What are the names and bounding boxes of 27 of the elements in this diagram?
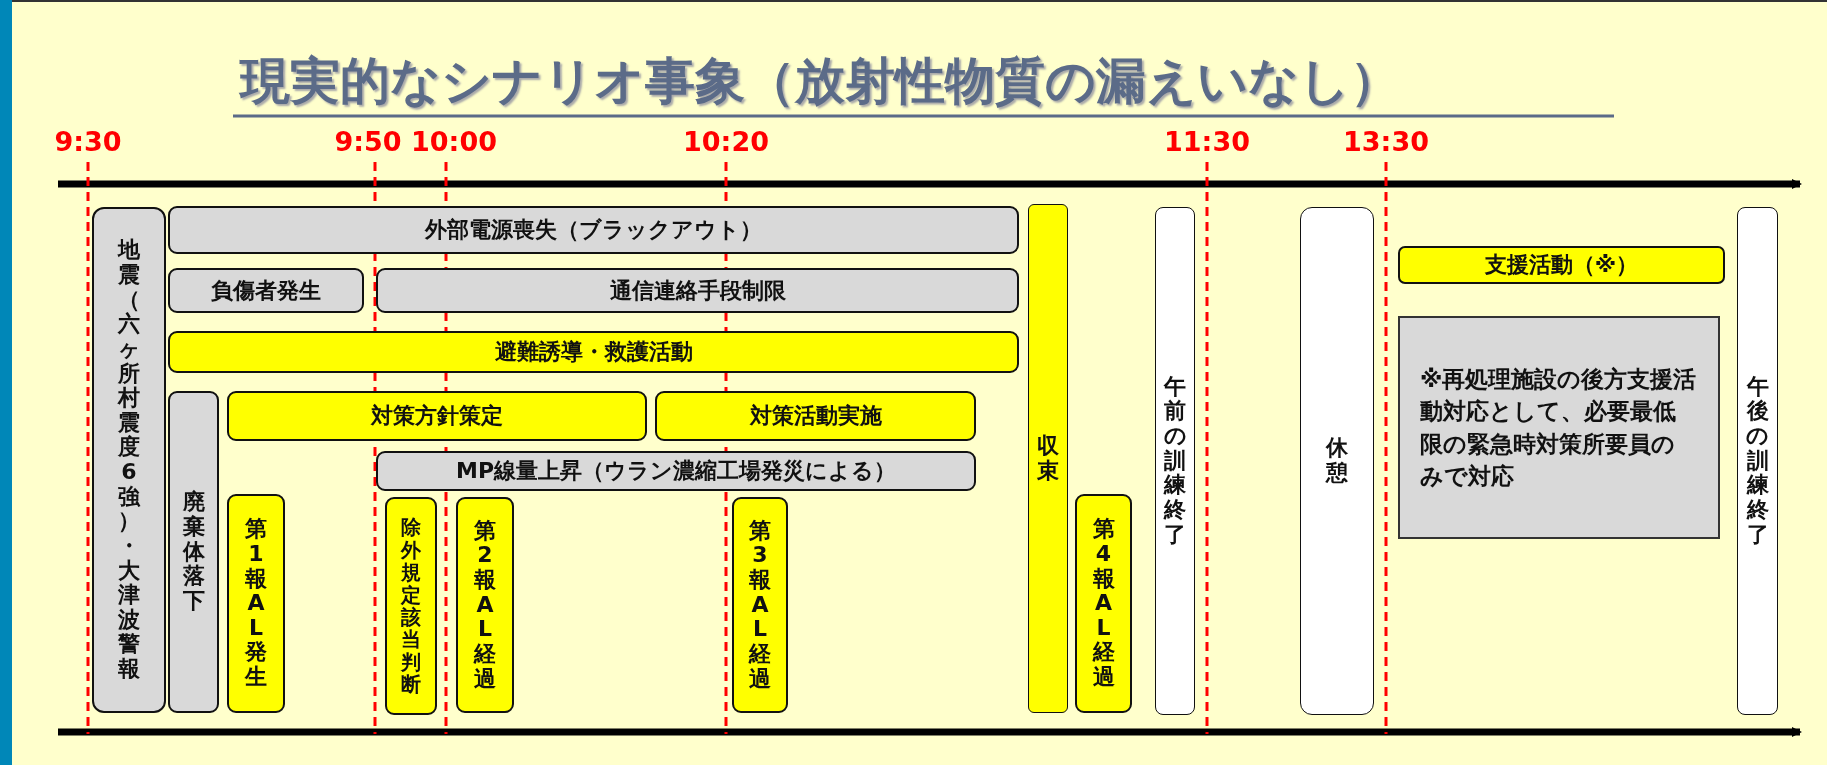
event-bar: 廃棄体落下 (168, 391, 219, 713)
phase-bar: 休憩 (1300, 207, 1374, 715)
title: 現実的なシナリオ事象（放射性物質の漏えいなし） (240, 51, 1400, 112)
phase-bar: 午後の訓練終了 (1737, 207, 1778, 715)
report-bar: 第3報AL経過 (732, 497, 788, 713)
time-label: 10:20 (683, 126, 769, 157)
time-label: 9:30 (54, 126, 122, 157)
note-box: ※再処理施設の後方支援活動対応として、必要最低限の緊急時対策所要員のみで対応 (1398, 316, 1720, 539)
event-bar: 負傷者発生 (168, 268, 364, 313)
time-label: 9:50 (334, 126, 402, 157)
phase-bar: 収束 (1028, 204, 1068, 713)
event-bar: MP線量上昇（ウラン濃縮工場発災による） (376, 451, 976, 491)
phase-bar: 午前の訓練終了 (1155, 207, 1195, 715)
activity-bar: 対策方針策定 (227, 391, 647, 441)
time-label: 10:00 (411, 126, 497, 157)
time-label: 11:30 (1164, 126, 1250, 157)
report-bar: 第2報AL経過 (456, 497, 514, 713)
activity-bar: 支援活動（※） (1398, 246, 1725, 284)
activity-bar: 対策活動実施 (655, 391, 976, 441)
event-bar: 地震（六ヶ所村震度6強）・大津波警報 (92, 207, 166, 713)
event-bar: 外部電源喪失（ブラックアウト） (168, 206, 1019, 254)
time-label: 13:30 (1343, 126, 1429, 157)
activity-bar: 避難誘導・救護活動 (168, 331, 1019, 373)
report-bar: 第4報AL経過 (1075, 494, 1132, 713)
report-bar: 第1報AL発生 (227, 494, 285, 713)
report-bar: 除外規定該当判断 (385, 497, 437, 715)
event-bar: 通信連絡手段制限 (376, 268, 1019, 313)
